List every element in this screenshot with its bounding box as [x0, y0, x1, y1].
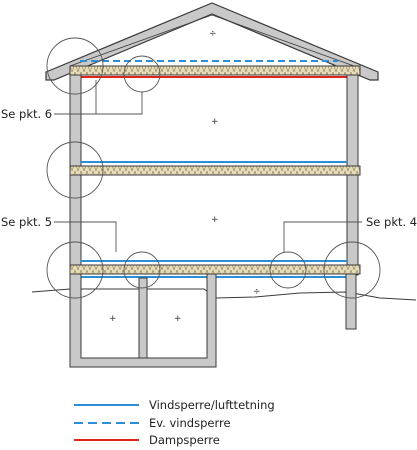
basement [69, 273, 217, 368]
legend-label-optional-wind-barrier: Ev. vindsperre [149, 416, 231, 430]
legend-item-vapour-barrier: Dampsperre [74, 433, 220, 447]
callout-pkt4: Se pkt. 4 [366, 215, 417, 229]
room-marker-basement-left: + [109, 314, 117, 324]
legend: Vindsperre/lufttetning Ev. vindsperre Da… [74, 398, 275, 447]
attic-marker: ÷ [209, 29, 217, 39]
callout-pkt5: Se pkt. 5 [1, 215, 52, 229]
roof [45, 2, 379, 81]
legend-item-wind-barrier: Vindsperre/lufttetning [74, 398, 275, 412]
callout-pkt6: Se pkt. 6 [1, 107, 52, 121]
ceiling-deck-top [69, 60, 361, 78]
floor-deck-middle [69, 161, 361, 176]
room-marker-crawl: ÷ [253, 287, 261, 297]
room-marker-top: + [211, 117, 219, 127]
callout-leaders [54, 80, 362, 252]
legend-item-optional-wind-barrier: Ev. vindsperre [74, 416, 231, 430]
legend-label-vapour-barrier: Dampsperre [149, 433, 220, 447]
legend-label-wind-barrier: Vindsperre/lufttetning [149, 398, 275, 412]
ground-line [31, 288, 417, 301]
room-marker-middle: + [211, 215, 219, 225]
support-column [345, 273, 357, 330]
room-marker-basement-right: + [174, 314, 182, 324]
